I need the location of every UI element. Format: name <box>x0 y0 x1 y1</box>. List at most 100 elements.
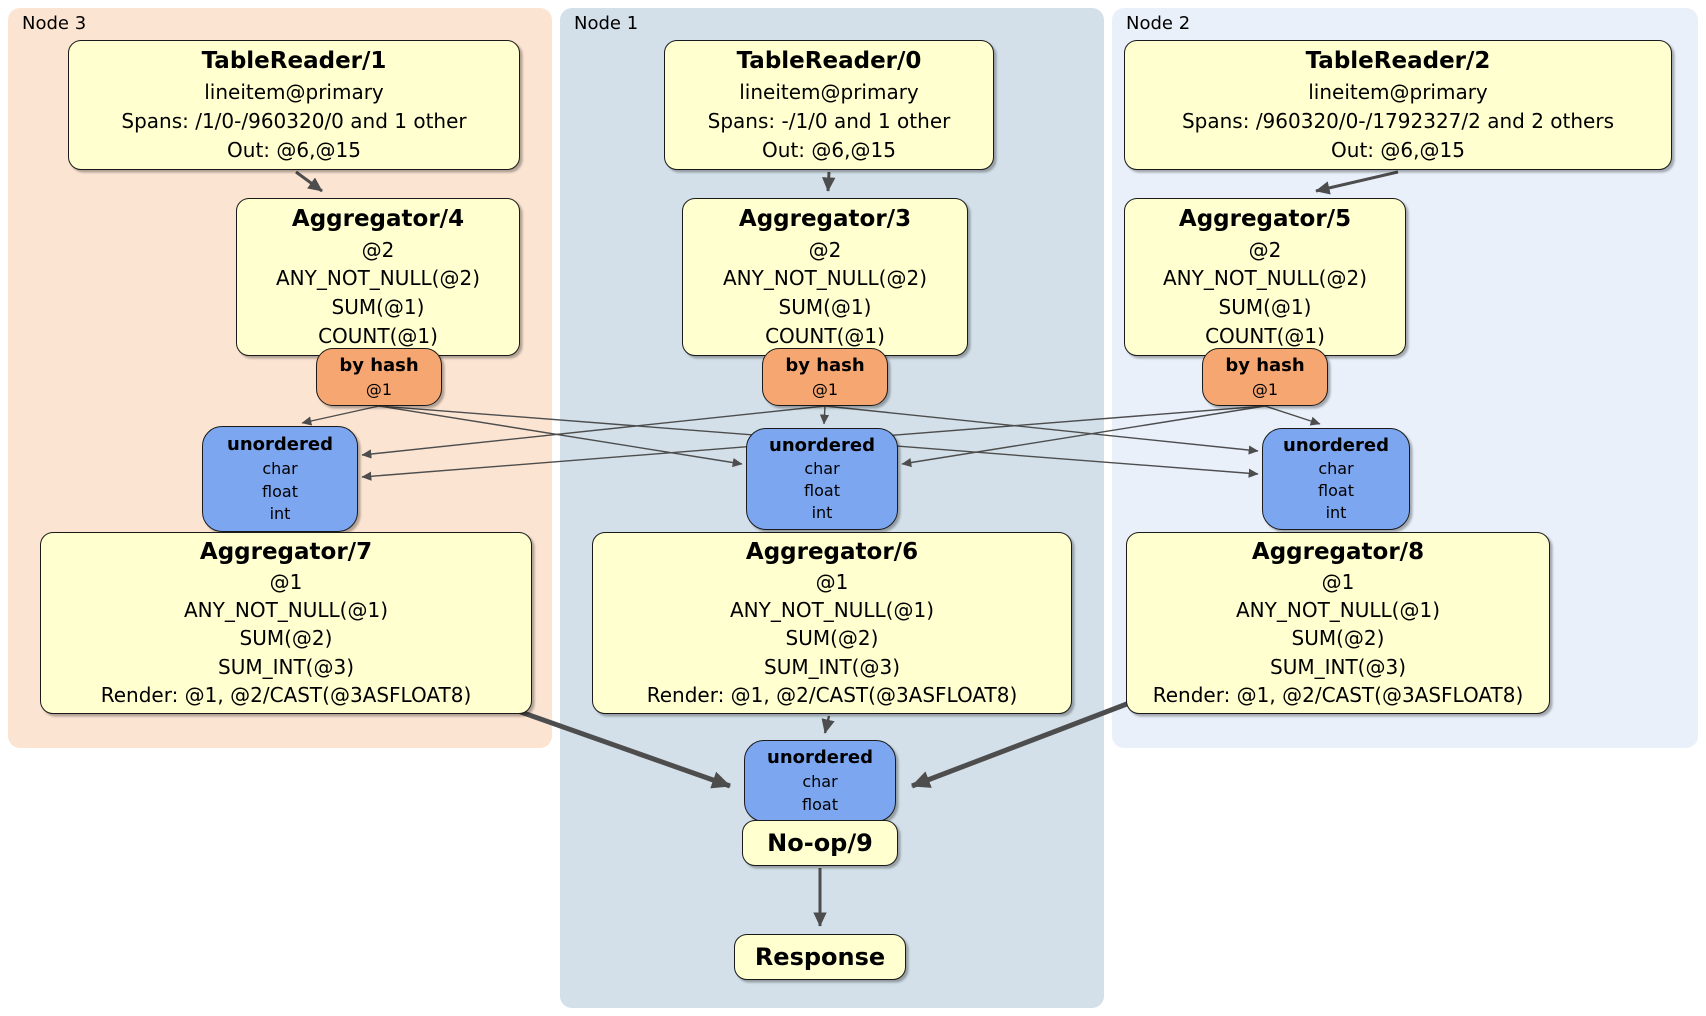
processor-detail: SUM_INT(@3) <box>764 654 900 679</box>
edge-agg8-syncfinal <box>911 699 1133 789</box>
processor-detail: lineitem@primary <box>739 79 919 104</box>
processor-aggregator-8: Aggregator/8 @1 ANY_NOT_NULL(@1) SUM(@2)… <box>1126 532 1550 714</box>
processor-aggregator-3: Aggregator/3 @2 ANY_NOT_NULL(@2) SUM(@1)… <box>682 198 968 356</box>
processor-detail: @2 <box>361 237 395 262</box>
sync-detail: char <box>802 772 838 792</box>
processor-title: TableReader/2 <box>1305 48 1491 75</box>
edge-router3-sync6 <box>819 405 830 425</box>
router-by-hash-node3: by hash @1 <box>316 348 442 406</box>
sync-title: unordered <box>767 747 873 769</box>
processor-detail: Render: @1, @2/CAST(@3ASFLOAT8) <box>1152 682 1524 707</box>
sync-unordered-final: unordered char float <box>744 740 896 822</box>
response-box: Response <box>734 934 906 980</box>
processor-detail: Spans: /1/0-/960320/0 and 1 other <box>121 108 467 133</box>
sync-detail: int <box>1325 503 1347 523</box>
router-by-hash-node1: by hash @1 <box>762 348 888 406</box>
processor-title: TableReader/0 <box>736 48 922 75</box>
edge-router4-sync6 <box>378 405 743 468</box>
processor-detail: Out: @6,@15 <box>227 137 361 162</box>
processor-detail: ANY_NOT_NULL(@2) <box>276 266 480 291</box>
processor-title: TableReader/1 <box>201 48 387 75</box>
sync-unordered-node2: unordered char float int <box>1262 428 1410 530</box>
region-node-1-label: Node 1 <box>574 13 639 34</box>
processor-detail: SUM(@2) <box>1291 626 1385 651</box>
processor-detail: COUNT(@1) <box>1205 324 1325 349</box>
router-detail: @1 <box>365 380 393 400</box>
region-node-2-label: Node 2 <box>1126 13 1191 34</box>
processor-title: Aggregator/7 <box>199 539 373 566</box>
processor-aggregator-4: Aggregator/4 @2 ANY_NOT_NULL(@2) SUM(@1)… <box>236 198 520 356</box>
processor-detail: SUM(@1) <box>1218 295 1312 320</box>
processor-detail: ANY_NOT_NULL(@2) <box>1163 266 1367 291</box>
sync-detail: float <box>1318 481 1354 501</box>
sync-detail: float <box>802 794 838 814</box>
processor-detail: ANY_NOT_NULL(@1) <box>730 598 934 623</box>
edge-router4-sync7 <box>301 405 380 426</box>
processor-detail: @1 <box>1321 570 1355 595</box>
sync-detail: float <box>262 481 298 501</box>
sync-unordered-node3: unordered char float int <box>202 426 358 532</box>
sync-title: unordered <box>227 433 333 455</box>
processor-aggregator-5: Aggregator/5 @2 ANY_NOT_NULL(@2) SUM(@1)… <box>1124 198 1406 356</box>
processor-title: No-op/9 <box>767 829 873 857</box>
processor-tablereader-0: TableReader/0 lineitem@primary Spans: -/… <box>664 40 994 170</box>
processor-detail: COUNT(@1) <box>318 324 438 349</box>
processor-title: Aggregator/3 <box>738 205 912 232</box>
processor-detail: Spans: -/1/0 and 1 other <box>707 108 951 133</box>
processor-detail: @2 <box>1248 237 1282 262</box>
edge-router5-sync6 <box>901 405 1266 468</box>
processor-detail: @2 <box>808 237 842 262</box>
edge-tr2-agg5 <box>1315 170 1399 195</box>
processor-detail: Render: @1, @2/CAST(@3ASFLOAT8) <box>646 682 1018 707</box>
sync-detail: char <box>1318 459 1354 479</box>
processor-detail: SUM(@2) <box>239 626 333 651</box>
sync-title: unordered <box>769 434 875 456</box>
processor-detail: lineitem@primary <box>1308 79 1488 104</box>
router-title: by hash <box>785 354 865 376</box>
sync-detail: int <box>811 503 833 523</box>
sync-detail: char <box>262 458 298 478</box>
edge-agg7-syncfinal <box>497 701 731 789</box>
edge-router3-sync8 <box>824 405 1259 455</box>
processor-title: Aggregator/5 <box>1178 205 1352 232</box>
processor-detail: SUM(@2) <box>785 626 879 651</box>
region-node-3-label: Node 3 <box>22 13 87 34</box>
router-detail: @1 <box>811 380 839 400</box>
processor-detail: SUM(@1) <box>778 295 872 320</box>
sync-detail: float <box>804 481 840 501</box>
processor-aggregator-6: Aggregator/6 @1 ANY_NOT_NULL(@1) SUM(@2)… <box>592 532 1072 714</box>
processor-title: Aggregator/6 <box>745 539 919 566</box>
processor-detail: Render: @1, @2/CAST(@3ASFLOAT8) <box>100 682 472 707</box>
sync-title: unordered <box>1283 434 1389 456</box>
processor-detail: SUM_INT(@3) <box>218 654 354 679</box>
response-title: Response <box>754 943 886 971</box>
sync-unordered-node1: unordered char float int <box>746 428 898 530</box>
processor-detail: lineitem@primary <box>204 79 384 104</box>
edge-tr1-agg4 <box>295 170 323 193</box>
processor-detail: ANY_NOT_NULL(@2) <box>723 266 927 291</box>
processor-tablereader-2: TableReader/2 lineitem@primary Spans: /9… <box>1124 40 1672 170</box>
sync-detail: char <box>804 459 840 479</box>
processor-title: Aggregator/8 <box>1251 539 1425 566</box>
processor-title: Aggregator/4 <box>291 205 465 232</box>
router-by-hash-node2: by hash @1 <box>1202 348 1328 406</box>
processor-detail: Out: @6,@15 <box>1331 137 1465 162</box>
router-title: by hash <box>1225 354 1305 376</box>
processor-aggregator-7: Aggregator/7 @1 ANY_NOT_NULL(@1) SUM(@2)… <box>40 532 532 714</box>
processor-detail: @1 <box>269 570 303 595</box>
router-title: by hash <box>339 354 419 376</box>
processor-detail: SUM(@1) <box>331 295 425 320</box>
processor-tablereader-1: TableReader/1 lineitem@primary Spans: /1… <box>68 40 520 170</box>
edge-tr0-agg3 <box>822 171 836 192</box>
processor-detail: COUNT(@1) <box>765 324 885 349</box>
processor-detail: Out: @6,@15 <box>762 137 896 162</box>
edge-agg6-syncfinal <box>821 715 835 734</box>
processor-detail: ANY_NOT_NULL(@1) <box>184 598 388 623</box>
processor-no-op-9: No-op/9 <box>742 820 898 866</box>
edge-router5-sync8 <box>1264 405 1321 426</box>
processor-detail: @1 <box>815 570 849 595</box>
processor-detail: ANY_NOT_NULL(@1) <box>1236 598 1440 623</box>
processor-detail: Spans: /960320/0-/1792327/2 and 2 others <box>1181 108 1614 133</box>
